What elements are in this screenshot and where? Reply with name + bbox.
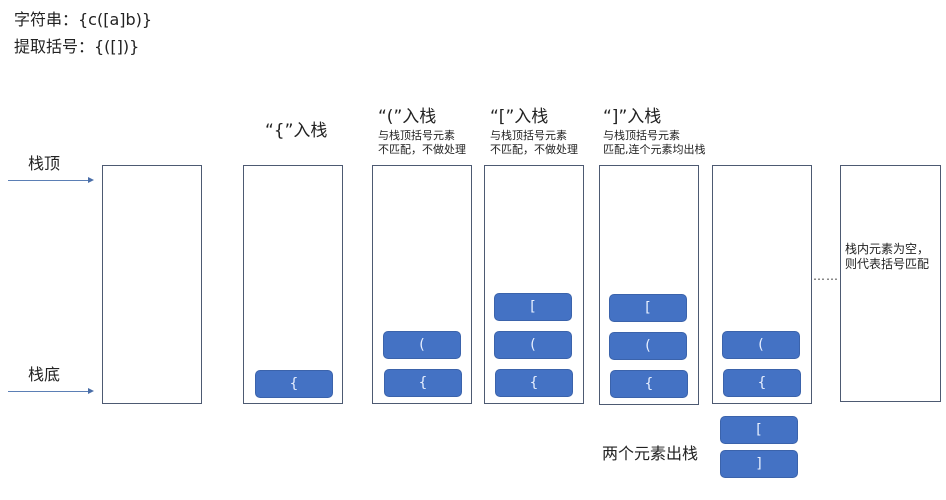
- stack-element: (: [494, 331, 572, 359]
- stack-element: {: [384, 369, 462, 397]
- step-title: “{”入栈: [265, 121, 328, 141]
- ellipsis: ……: [813, 269, 839, 283]
- stack-top-arrow-icon: [8, 177, 94, 183]
- stack-step-2: [372, 165, 472, 404]
- stack-element: {: [495, 369, 573, 397]
- stack-element: (: [609, 332, 687, 360]
- stack-bottom-label: 栈底: [28, 365, 61, 384]
- stack-element: [: [609, 294, 687, 322]
- stack-step-3: [484, 165, 584, 404]
- stack-element: (: [383, 331, 461, 359]
- step-desc: 不匹配，不做处理: [490, 143, 578, 156]
- string-label: 字符串：{c([a]b)}: [14, 10, 153, 29]
- stack-element: [: [494, 293, 572, 321]
- stack-initial: [102, 165, 202, 404]
- stack-element: {: [610, 370, 688, 398]
- stack-element: {: [255, 370, 333, 398]
- stack-step-5: [712, 165, 812, 404]
- step-desc: 与栈顶括号元素: [490, 129, 567, 142]
- step-desc: 与栈顶括号元素: [603, 129, 680, 142]
- stack-element: (: [722, 331, 800, 359]
- stack-final: [840, 165, 941, 402]
- stack-step-1: [243, 165, 343, 404]
- stack-element: {: [723, 369, 801, 397]
- final-note: 栈内元素为空，则代表括号匹配: [845, 242, 930, 271]
- popped-element: [: [720, 416, 798, 444]
- step-desc: 与栈顶括号元素: [378, 129, 455, 142]
- stack-top-label: 栈顶: [28, 154, 61, 173]
- popped-label: 两个元素出栈: [602, 444, 699, 463]
- stack-bottom-arrow-icon: [8, 388, 94, 394]
- step-title: “]”入栈: [603, 107, 662, 127]
- step-desc: 不匹配，不做处理: [378, 143, 466, 156]
- popped-element: ]: [720, 450, 798, 478]
- stack-step-4: [599, 165, 699, 405]
- extract-label: 提取括号：{([])}: [14, 37, 140, 56]
- step-desc: 匹配,连个元素均出栈: [603, 143, 706, 156]
- step-title: “(”入栈: [378, 107, 437, 127]
- step-title: “[”入栈: [490, 107, 549, 127]
